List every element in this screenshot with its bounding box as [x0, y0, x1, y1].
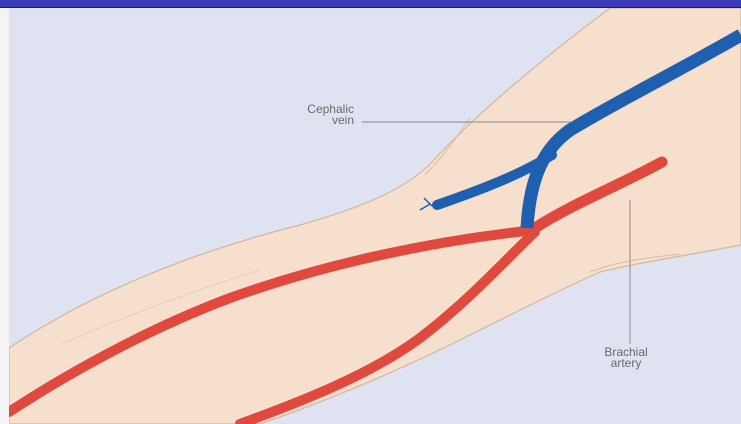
brachial-label-line2: artery	[580, 358, 672, 369]
cephalic-vein-label: Cephalic vein	[262, 104, 354, 126]
header-bar	[0, 0, 741, 8]
cephalic-label-line2: vein	[262, 115, 354, 126]
left-margin	[0, 8, 9, 424]
brachial-artery-label: Brachial artery	[580, 347, 672, 369]
